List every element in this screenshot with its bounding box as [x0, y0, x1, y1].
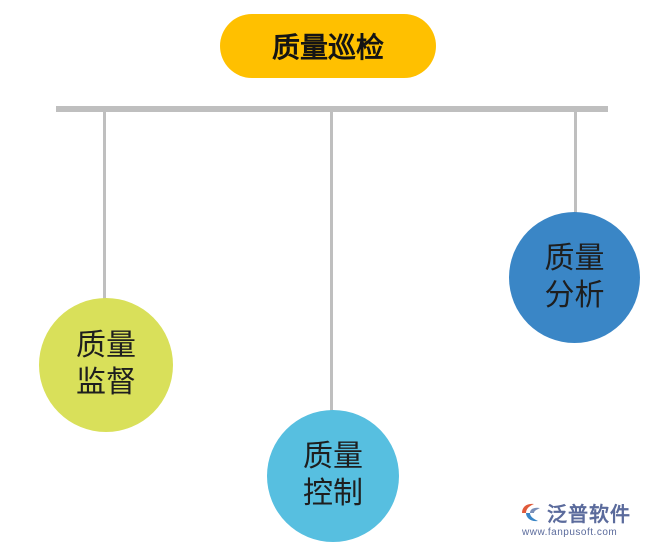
branch-node-3-line2: 分析 [544, 277, 605, 313]
watermark-name: 泛普软件 [547, 502, 631, 526]
root-node: 质量巡检 [220, 14, 436, 78]
root-node-label: 质量巡检 [271, 31, 384, 64]
branch-node-2: 质量 控制 [267, 410, 399, 542]
branch-node-1-line1: 质量 [76, 328, 136, 364]
branch-node-3: 质量 分析 [509, 212, 640, 343]
branch-2-connector [330, 111, 333, 413]
branch-node-2-line2: 控制 [303, 476, 363, 511]
branch-1-connector [103, 111, 106, 301]
branch-node-1: 质量 监督 [39, 298, 173, 432]
fanpu-logo-icon [522, 503, 540, 521]
watermark: 泛普软件 www.fanpusoft.com [518, 498, 642, 542]
branch-3-connector [574, 111, 577, 215]
branch-node-2-line1: 质量 [303, 439, 363, 475]
branch-node-1-line2: 监督 [76, 365, 136, 400]
branch-node-3-line1: 质量 [544, 240, 605, 276]
horizontal-connector [56, 106, 608, 112]
watermark-url: www.fanpusoft.com [522, 527, 618, 538]
